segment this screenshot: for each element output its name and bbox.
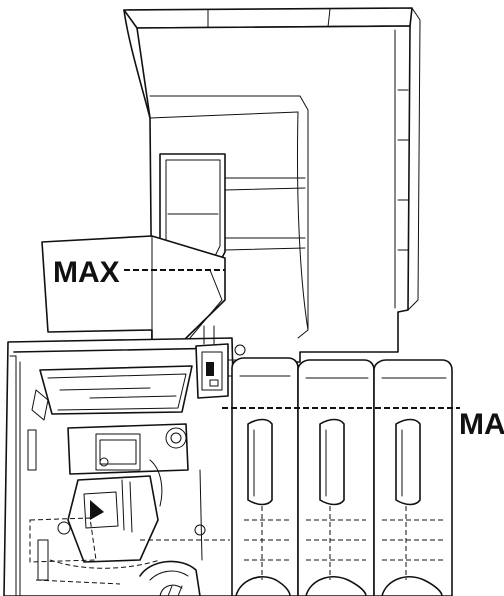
max-level-label-left: MAX <box>53 256 120 289</box>
switch-panel <box>195 325 246 399</box>
canister-2 <box>297 359 375 596</box>
canister-3 <box>373 359 453 596</box>
powder-hopper <box>41 235 226 343</box>
canister-1 <box>231 357 299 596</box>
max-level-label-right: MAX <box>459 408 504 441</box>
machine-body <box>3 337 239 596</box>
